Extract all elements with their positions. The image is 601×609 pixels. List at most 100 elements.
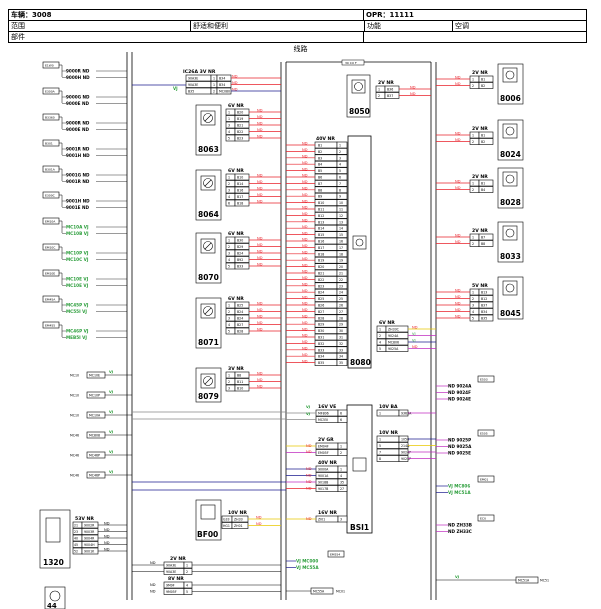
pin-cell <box>478 186 494 193</box>
ecu-pin-num: 27 <box>339 310 343 314</box>
scope-label: 范围 <box>9 21 191 31</box>
pin-num: 1 <box>186 564 188 568</box>
pin-num: 2 <box>472 84 474 88</box>
pin-wire: B23 <box>237 137 243 141</box>
connector-id: 8070 <box>198 273 219 282</box>
left-conn-code: EM10A <box>45 220 56 224</box>
pin-wire: B4 <box>481 188 485 192</box>
nd-label: ND <box>302 174 308 178</box>
pin-wire: B14 <box>237 182 243 186</box>
ecu-pin-num: 35 <box>339 361 343 365</box>
nd-label: ND <box>302 347 308 351</box>
nd-label: ND <box>302 321 308 325</box>
pin-wire: B27 <box>237 323 243 327</box>
bsi-10nr-val: 1 <box>379 438 381 442</box>
left-wire-label: MC10A VJ <box>66 225 89 230</box>
ecu-pin-wire: B26 <box>318 304 324 308</box>
nd-label: ND <box>306 487 312 491</box>
pin-wire: 9002R <box>84 524 95 528</box>
pin-num: 4 <box>228 323 230 327</box>
nd-label: ND <box>306 480 312 484</box>
pin-cell <box>478 75 494 83</box>
conn6-title: 6V NR <box>379 320 395 326</box>
nd-label: ND <box>257 180 263 184</box>
right-wire-label: ND 9025A <box>448 444 472 449</box>
bsi-id: BSI1 <box>350 523 369 532</box>
ic26-pin: 1 <box>213 83 215 87</box>
pin-num: 1 <box>472 182 474 186</box>
bsi-40vnr-title: 40V NR <box>318 460 337 466</box>
sensor-title: 2V NR <box>472 174 488 180</box>
pin-num: 3 <box>228 387 230 391</box>
left-wire-label: 9000R ND <box>66 69 90 74</box>
bsi-16vnr-val2: 3 <box>340 518 342 522</box>
nd-label: ND <box>306 444 312 448</box>
mid-code: MC46 <box>70 434 79 438</box>
nd-label: ND <box>455 308 461 312</box>
left-wire-label: 9000E ND <box>66 101 89 106</box>
ic26-val: B35 <box>188 90 194 94</box>
pin-wire: B33 <box>237 265 243 269</box>
nd-label: ND <box>257 128 263 132</box>
ecu-pin-num: 8 <box>339 188 341 192</box>
bsi-16ve-title: 16V VE <box>318 404 336 410</box>
c1320-id: 1320 <box>43 558 64 567</box>
right-conn-code: ECU <box>480 517 486 521</box>
ecu-pin-cell <box>336 333 348 341</box>
nd-label: ND <box>302 244 308 248</box>
bsi-16vnr-title: 16V NR <box>318 510 337 516</box>
pin-wire: B92 <box>237 258 243 262</box>
left-wire-label: 9001E ND <box>66 205 89 210</box>
bsi-icon-frame <box>352 457 367 472</box>
bsi-10ba-val: 1 <box>379 412 381 416</box>
ecu-pin-wire: B7 <box>318 182 322 186</box>
pin-wire: 9001K <box>84 550 95 554</box>
opr-label: OPR：11111 <box>366 11 414 19</box>
nd-label: ND <box>302 225 308 229</box>
bsi-2vgr-cell <box>337 442 348 450</box>
nd-label: ND <box>257 200 263 204</box>
nd-label: ND <box>455 289 461 293</box>
ecu-pin-num: 29 <box>339 323 343 327</box>
pin-num: 6 <box>228 202 230 206</box>
ecu-pin-cell <box>336 244 348 251</box>
pin-wire: B29 <box>237 245 243 249</box>
bf00-title: 10V NR <box>228 510 247 516</box>
pin-num: 4 <box>228 195 230 199</box>
pin-wire: B19 <box>237 117 243 121</box>
pin-wire: B1 <box>481 182 485 186</box>
ecu-pin-num: 14 <box>339 227 343 231</box>
ecu-pin-cell <box>336 308 348 315</box>
ecu-pin-num: 15 <box>339 233 343 237</box>
bottom-icon-id: 44 <box>47 602 57 609</box>
diagram-title: 线路 <box>293 45 308 53</box>
nd-label: ND <box>257 302 263 306</box>
icon-circle <box>203 241 213 251</box>
nd-label: ND <box>302 219 308 223</box>
left-conn-code: EM45A <box>45 298 56 302</box>
nd-label: ND <box>455 76 461 80</box>
c1320-icon-frame <box>45 517 61 543</box>
right-wire-label: VJ MC51A <box>448 490 471 495</box>
connector-title: 6V NR <box>228 296 244 302</box>
pin-cell <box>478 314 494 322</box>
left-wire-label: 9000H ND <box>66 75 90 80</box>
nd-label: ND <box>302 327 308 331</box>
nd-label: ND <box>302 353 308 357</box>
ic26-wire: B34 <box>219 77 225 81</box>
pin-num: 1 <box>378 88 380 92</box>
pin-wire: 9M9F <box>166 584 175 588</box>
ecu-pin-cell <box>336 160 348 168</box>
ecu-pin-cell <box>336 180 348 187</box>
ecu-pin-num: 26 <box>339 304 343 308</box>
bsi-40vnr-val: 9001A <box>318 474 329 478</box>
ecu-pin-num: 34 <box>339 355 343 359</box>
pin-num: 2 <box>228 182 230 186</box>
bsi-40vnr-val: 9017B <box>318 487 328 491</box>
ecu-pin-num: 7 <box>339 182 341 186</box>
pin-num: 2 <box>228 310 230 314</box>
pin-num: 1 <box>472 78 474 82</box>
vj-label: VJ <box>109 430 113 434</box>
pin-cell <box>478 82 494 89</box>
